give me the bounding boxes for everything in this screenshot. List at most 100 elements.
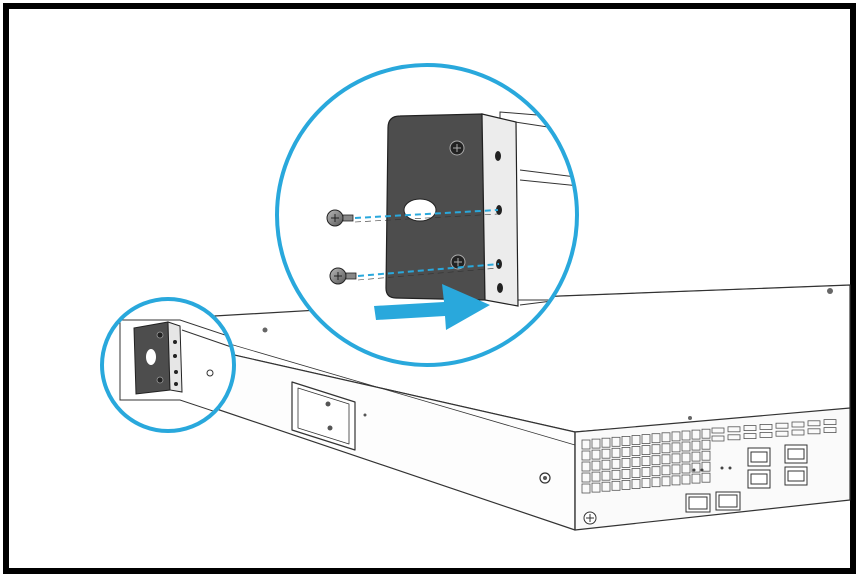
bracket-slot <box>403 198 437 222</box>
vent-cell <box>631 446 641 456</box>
vent-cell <box>671 464 681 475</box>
vent-cell <box>621 446 631 457</box>
vent-cell <box>651 444 661 455</box>
vent-cell <box>591 482 601 493</box>
vent-cell <box>631 435 641 445</box>
vent-slot <box>711 435 725 442</box>
vent-cell <box>691 451 701 462</box>
vent-cell <box>581 450 591 461</box>
vent-cell <box>661 443 671 454</box>
vent-cell <box>691 429 701 440</box>
vent-cell <box>631 457 641 467</box>
side-mount-plate <box>291 381 356 451</box>
vent-slot <box>743 425 757 432</box>
vent-cell <box>591 438 601 449</box>
vent-cell <box>691 473 701 484</box>
vent-cell <box>581 483 591 494</box>
mounting-bracket-small <box>133 321 183 395</box>
vent-cell <box>701 439 711 450</box>
vent-cell <box>621 457 631 468</box>
vent-cell <box>601 437 611 448</box>
vent-cell <box>641 445 651 456</box>
vent-cell <box>601 448 611 459</box>
callout-ring-large <box>275 63 579 367</box>
vent-cell <box>591 471 601 482</box>
vent-cell <box>661 432 671 443</box>
vent-cell <box>681 441 691 452</box>
vent-cell <box>611 469 621 480</box>
vent-cell <box>681 463 691 474</box>
vent-cell <box>671 453 681 464</box>
vent-slot <box>775 422 789 429</box>
vent-cell <box>671 442 681 453</box>
guide-line-2 <box>357 263 500 277</box>
vent-slot <box>727 434 741 441</box>
vent-cell <box>681 452 691 463</box>
sfp-port <box>685 493 711 513</box>
vent-cell <box>691 440 701 451</box>
vent-cell <box>701 450 711 461</box>
vent-cell <box>601 481 611 492</box>
vent-slot <box>823 427 837 434</box>
vent-cell <box>601 470 611 481</box>
vent-cell <box>671 431 681 442</box>
front-vent-grid <box>581 419 837 494</box>
vent-cell <box>641 456 651 467</box>
vent-cell <box>641 478 651 489</box>
vent-slot <box>791 421 805 428</box>
figure-frame <box>3 3 856 574</box>
vent-cell <box>651 477 661 488</box>
small-callout <box>100 297 236 433</box>
sfp-port <box>715 491 741 511</box>
vent-slot <box>775 430 789 437</box>
vent-cell <box>661 465 671 476</box>
vent-cell <box>621 435 631 446</box>
vent-cell <box>621 468 631 479</box>
vent-cell <box>661 454 671 465</box>
vent-slot <box>759 431 773 438</box>
front-ports <box>583 444 808 525</box>
vent-cell <box>581 461 591 472</box>
vent-cell <box>701 428 711 439</box>
vent-cell <box>691 462 701 473</box>
vent-cell <box>671 475 681 486</box>
vent-cell <box>611 447 621 458</box>
vent-cell <box>591 460 601 471</box>
vent-cell <box>641 467 651 478</box>
vent-slot <box>759 423 773 430</box>
vent-cell <box>601 459 611 470</box>
vent-cell <box>651 455 661 466</box>
vent-cell <box>681 474 691 485</box>
insertion-arrow <box>374 284 490 330</box>
screw-1 <box>326 209 354 227</box>
callout-ring-small <box>100 297 236 433</box>
vent-cell <box>591 449 601 460</box>
vent-cell <box>631 479 641 489</box>
vent-cell <box>681 430 691 441</box>
vent-cell <box>651 466 661 477</box>
screw-2 <box>329 267 357 285</box>
vent-cell <box>621 479 631 490</box>
vent-cell <box>701 461 711 472</box>
vent-cell <box>661 476 671 487</box>
mounting-bracket-large <box>385 113 519 307</box>
vent-slot <box>807 428 821 435</box>
guide-line-1 <box>354 209 499 219</box>
vent-slot <box>711 427 725 434</box>
vent-cell <box>701 472 711 483</box>
vent-cell <box>651 433 661 444</box>
vent-slot <box>823 419 837 426</box>
vent-cell <box>611 436 621 447</box>
vent-cell <box>581 472 591 483</box>
vent-slot <box>791 429 805 436</box>
vent-cell <box>611 458 621 469</box>
vent-slot <box>727 426 741 433</box>
vent-cell <box>581 439 591 450</box>
vent-cell <box>611 480 621 491</box>
vent-cell <box>631 468 641 478</box>
vent-slot <box>807 420 821 427</box>
large-callout <box>275 63 579 367</box>
vent-slot <box>743 433 757 440</box>
